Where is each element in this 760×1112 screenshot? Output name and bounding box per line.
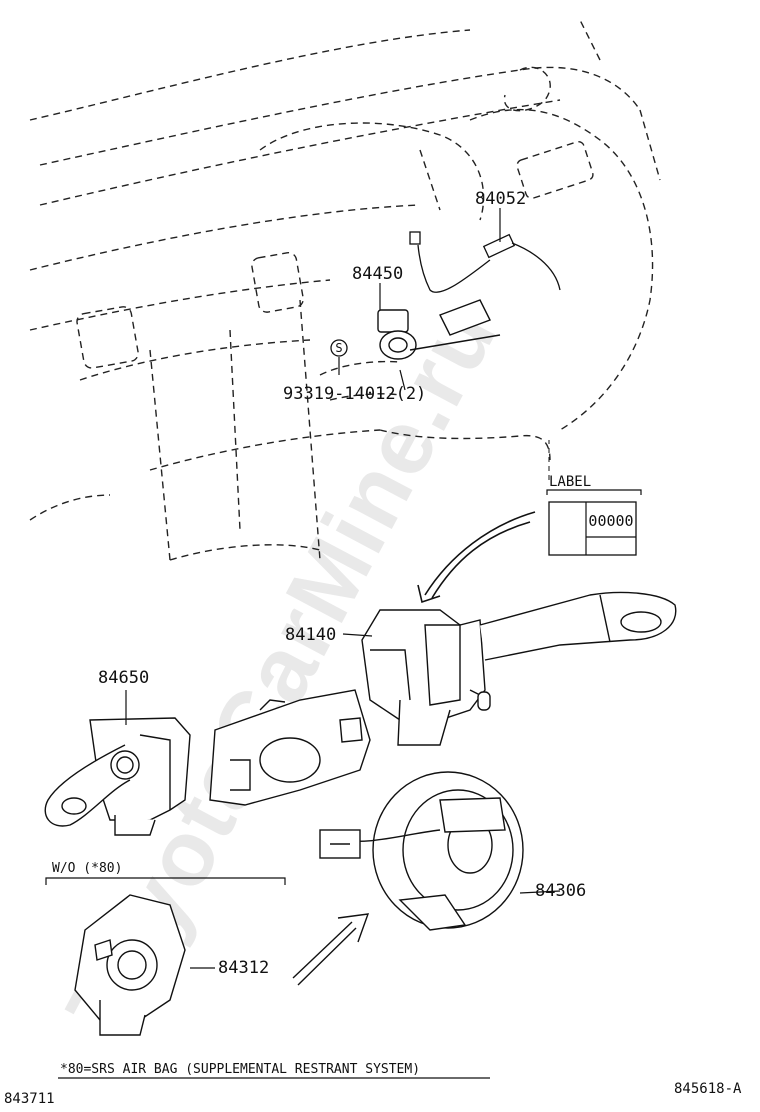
- part-number-93319: 93319-14012(2): [283, 384, 426, 404]
- part-number-84140: 84140: [285, 625, 336, 645]
- variant-note: W/O (*80): [52, 861, 122, 876]
- arrow-label-to-switch: [417, 511, 536, 604]
- part-84650-drawing: [44, 717, 191, 836]
- footnote: *80=SRS AIR BAG (SUPPLEMENTAL RESTRANT S…: [60, 1062, 420, 1077]
- diagram-code-left: 843711: [4, 1091, 55, 1107]
- part-number-84052: 84052: [475, 189, 526, 209]
- switch-base-plate: [209, 689, 371, 806]
- svg-text:S: S: [335, 341, 342, 355]
- part-84140-drawing: [361, 591, 677, 746]
- part-84312-drawing: [74, 894, 186, 1036]
- part-number-84650: 84650: [98, 668, 149, 688]
- svg-text:00000: 00000: [588, 512, 633, 530]
- wire-harness-84052: [409, 231, 561, 293]
- part-number-84450: 84450: [352, 264, 403, 284]
- part-84306-drawing: [319, 771, 524, 931]
- svg-text:LABEL: LABEL: [549, 474, 591, 490]
- part-84450-drawing: [377, 299, 501, 360]
- leader-lines: [125, 208, 561, 969]
- arrow-84312-to-84306: [292, 913, 370, 986]
- label-box: LABEL 00000: [546, 440, 642, 556]
- part-number-84312: 84312: [218, 958, 269, 978]
- dashboard-outline: [29, 19, 661, 561]
- variant-bracket: [45, 877, 286, 885]
- part-number-84306: 84306: [535, 881, 586, 901]
- diagram-code-right: 845618-A: [674, 1081, 742, 1097]
- screw-symbol: S: [330, 339, 348, 357]
